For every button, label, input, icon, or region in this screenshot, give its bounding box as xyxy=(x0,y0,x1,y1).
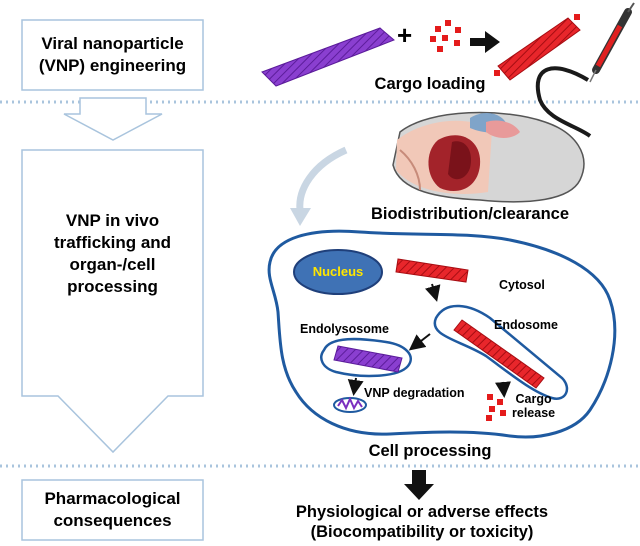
cargo-cluster xyxy=(430,20,461,52)
cargo-release-label: Cargo release xyxy=(512,392,555,420)
stage-arrow-1 xyxy=(63,97,163,141)
organ-illustration xyxy=(392,111,585,203)
vnp-degradation-label: VNP degradation xyxy=(364,386,465,400)
stage-trafficking-label: VNP in vivo trafficking and organ-/cell … xyxy=(22,210,203,298)
stage-trafficking-line4: processing xyxy=(67,277,158,296)
endolysosome-vnp xyxy=(333,345,403,373)
organ-to-cell-arrow xyxy=(290,208,311,226)
cargo-release-line1: Cargo xyxy=(515,392,552,406)
syringe-icon xyxy=(589,2,635,83)
stage-engineering-label: Viral nanoparticle (VNP) engineering xyxy=(22,33,203,77)
stage-consequences-line1: Pharmacological xyxy=(44,489,181,508)
cargo-loading-label: Cargo loading xyxy=(374,75,486,93)
effects-line2: (Biocompatibility or toxicity) xyxy=(310,523,534,541)
biodistribution-label: Biodistribution/clearance xyxy=(370,205,570,223)
stage-arrow-trafficking xyxy=(21,149,204,454)
endosome-label: Endosome xyxy=(494,318,558,332)
cell-membrane xyxy=(267,229,617,439)
stage-engineering-line1: Viral nanoparticle xyxy=(41,34,184,53)
stage-consequences-line2: consequences xyxy=(53,511,172,530)
cell-processing-label: Cell processing xyxy=(368,442,492,460)
stage-box-consequences xyxy=(21,479,204,541)
arrow-cargo-release xyxy=(495,381,511,398)
stage-trafficking-line1: VNP in vivo xyxy=(65,211,160,230)
effects-line1: Physiological or adverse effects xyxy=(295,503,549,521)
loading-arrow xyxy=(470,31,500,53)
endosome-vnp xyxy=(453,319,545,389)
nucleus xyxy=(293,249,383,295)
effects-arrow xyxy=(404,470,434,500)
effects-label: Physiological or adverse effects (Biocom… xyxy=(262,502,582,542)
endolysosome-label: Endolysosome xyxy=(300,322,389,336)
stage-box-engineering xyxy=(21,19,204,91)
loaded-vnp-rod xyxy=(494,14,581,81)
cytosol-label: Cytosol xyxy=(499,278,545,292)
stage-trafficking-line2: trafficking and xyxy=(53,233,172,252)
stage-consequences-label: Pharmacological consequences xyxy=(22,488,203,532)
arrow-endosome-to-endolysosome xyxy=(408,333,431,351)
mouse-tail xyxy=(535,66,592,138)
degraded-vnp xyxy=(333,396,367,413)
cargo-release-line2: release xyxy=(512,406,556,420)
cytosol-vnp xyxy=(395,258,469,283)
released-cargo xyxy=(486,394,506,421)
arrow-degradation xyxy=(347,377,364,396)
nucleus-label: Nucleus xyxy=(312,264,364,279)
purple-vnp-rod xyxy=(261,27,395,87)
stage-trafficking-line3: organ-/cell xyxy=(69,255,156,274)
plus-sign: + xyxy=(397,20,413,50)
stage-engineering-line2: (VNP) engineering xyxy=(38,56,187,75)
arrow-cytosol-to-endosome xyxy=(425,283,441,302)
